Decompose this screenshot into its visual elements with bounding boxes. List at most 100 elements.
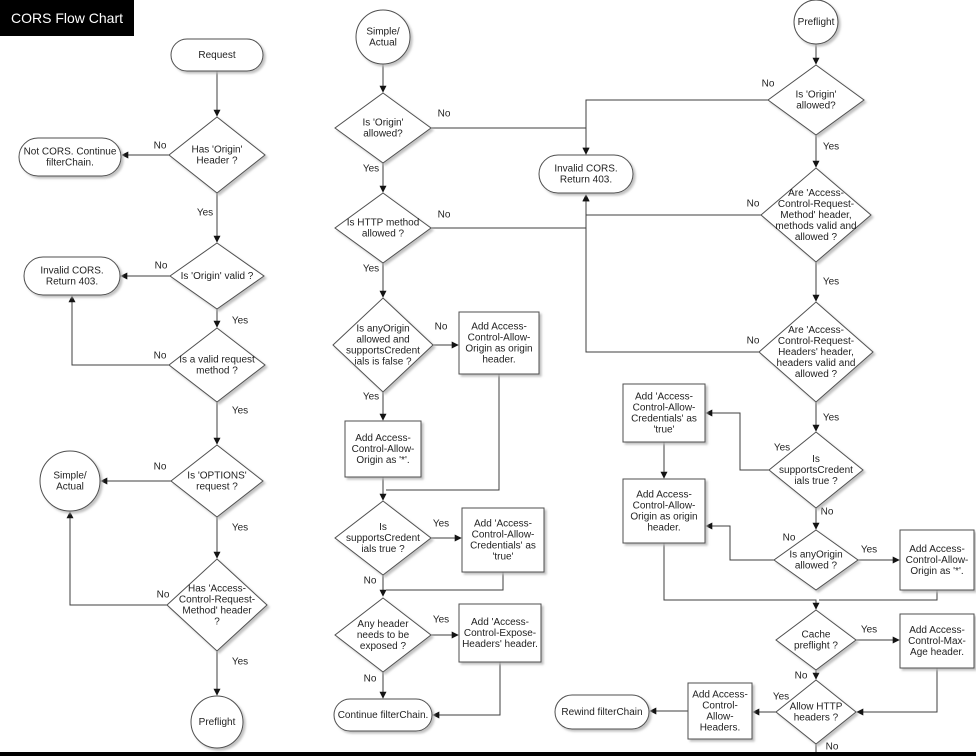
node-add-origin-header-box-mid-label: Add Access-Control-Allow-Origin as origi…	[465, 321, 532, 365]
edge-anyorigin-cred-yes: Yes	[361, 390, 387, 421]
edge-acrm-header-no: No	[66, 511, 171, 606]
node-is-options-request-decision-label: Is 'OPTIONS'request ?	[187, 470, 246, 492]
edge-supports-cred-right-yes: Yes	[705, 409, 792, 471]
node-continue-filterchain-terminator: Continue filterChain.	[333, 698, 433, 732]
node-acrh-valid-decision: Are 'Access-Control-Request-Headers' hea…	[758, 301, 874, 403]
node-invalid-cors-terminator-left-label: Invalid CORS.Return 403.	[40, 265, 103, 287]
node-invalid-cors-terminator-mid-label: Invalid CORS.Return 403.	[554, 163, 617, 185]
edge-acrm-valid-no: No	[582, 194, 761, 216]
edge-cache-preflight-no: No	[793, 669, 820, 683]
edge-has-origin-yes: Yes	[195, 193, 221, 243]
edge-cache-preflight-no-label: No	[795, 671, 808, 682]
edge-valid-method-no-label: No	[154, 351, 167, 362]
node-add-allow-headers-box: Add Access-Control-Allow-Headers.	[687, 682, 753, 740]
node-acrm-valid-decision-label: Are 'Access-Control-Request-Method' head…	[775, 188, 856, 243]
edge-acrh-valid-no-label: No	[747, 336, 760, 347]
edge-origin-allowed-right-yes-label: Yes	[823, 142, 839, 153]
edge-acrm-valid-yes: Yes	[812, 262, 841, 302]
edge-acrm-valid-no-label: No	[747, 199, 760, 210]
node-is-options-request-decision: Is 'OPTIONS'request ?	[170, 444, 264, 518]
edge-http-method-yes-label: Yes	[363, 264, 379, 275]
edge-origin-allowed-mid-yes-label: Yes	[363, 164, 379, 175]
edge-acrh-valid-yes: Yes	[812, 402, 841, 432]
node-simple-actual-connector-mid: Simple/Actual	[355, 9, 411, 65]
edge-origin-allowed-mid-no: No	[431, 107, 590, 155]
node-add-allow-credentials-box-right-label: Add 'Access-Control-Allow-Credentials' a…	[631, 391, 697, 435]
edge-origin-allowed-right-yes: Yes	[812, 135, 841, 168]
edge-acrh-valid-yes-label: Yes	[823, 413, 839, 424]
edge-acrm-valid-yes-label: Yes	[823, 277, 839, 288]
node-add-origin-header-box-mid: Add Access-Control-Allow-Origin as origi…	[458, 311, 540, 375]
edge-valid-method-yes: Yes	[213, 402, 250, 445]
edge-has-origin-no: No	[121, 139, 169, 159]
node-origin-allowed-decision-right-label: Is 'Origin'allowed?	[795, 89, 836, 111]
edge-allow-http-no-label: No	[826, 742, 839, 753]
edge-anyorigin-cred-yes-label: Yes	[363, 392, 379, 403]
edge-supports-cred-mid-no-label: No	[364, 576, 377, 587]
node-invalid-cors-terminator-left: Invalid CORS.Return 403.	[23, 256, 121, 296]
edge-options-yes-label: Yes	[232, 523, 248, 534]
edge-origin-valid-no: No	[120, 259, 170, 280]
node-request-start: Request	[170, 38, 264, 72]
edge-valid-method-no: No	[68, 295, 169, 366]
edge-header-exposed-no: No	[362, 672, 387, 699]
edge-anyorigin-no: No	[705, 522, 797, 561]
edge-anyorigin-cred-no-label: No	[435, 322, 448, 333]
node-add-allow-credentials-box-mid: Add 'Access-Control-Allow-Credentials' a…	[461, 507, 545, 573]
edge-anyorigin-yes-label: Yes	[861, 545, 877, 556]
edge-options-no: No	[100, 460, 171, 485]
node-request-start-label: Request	[198, 50, 235, 61]
edge-origin-allowed-right-no: No	[582, 77, 776, 155]
edge-allow-credentials-mid-join	[386, 572, 504, 591]
node-origin-allowed-decision-right: Is 'Origin'allowed?	[767, 64, 865, 136]
edge-origin-allowed-right-no-label: No	[762, 79, 775, 90]
node-is-origin-valid-decision: Is 'Origin' valid ?	[169, 242, 265, 310]
edge-origin-allowed-mid-yes: Yes	[361, 162, 387, 193]
node-add-allow-credentials-box-right: Add 'Access-Control-Allow-Credentials' a…	[622, 383, 706, 443]
edge-options-yes: Yes	[213, 517, 250, 559]
edge-supports-cred-mid-yes: Yes	[431, 517, 462, 542]
edge-allow-http-yes: Yes	[752, 690, 791, 716]
edge-acrm-header-yes-label: Yes	[232, 657, 248, 668]
node-add-origin-header-box-right-label: Add Access-Control-Allow-Origin as origi…	[630, 489, 697, 533]
edge-http-method-no-label: No	[438, 210, 451, 221]
node-invalid-cors-terminator-mid: Invalid CORS.Return 403.	[538, 154, 634, 194]
page-title: CORS Flow Chart	[11, 10, 124, 26]
edge-origin-valid-no-label: No	[155, 261, 168, 272]
node-acrh-valid-decision-label: Are 'Access-Control-Request-Headers' hea…	[777, 325, 856, 380]
edge-anyorigin-cred-no: No	[433, 320, 459, 349]
edge-cache-preflight-yes-label: Yes	[861, 625, 877, 636]
node-rewind-filterchain-terminator-label: Rewind filterChain	[561, 707, 642, 718]
node-add-origin-header-box-right: Add Access-Control-Allow-Origin as origi…	[622, 478, 706, 544]
node-origin-allowed-decision-mid-label: Is 'Origin'allowed?	[362, 117, 403, 139]
node-has-acrm-header-decision-label: Has 'Access-Control-Request-Method' head…	[179, 583, 255, 627]
node-acrm-valid-decision: Are 'Access-Control-Request-Method' head…	[760, 167, 872, 263]
edge-acrm-header-no-label: No	[157, 590, 170, 601]
node-preflight-connector-left-label: Preflight	[199, 717, 236, 728]
node-add-allow-headers-box-label: Add Access-Control-Allow-Headers.	[692, 689, 748, 733]
node-simple-actual-connector-left: Simple/Actual	[39, 450, 101, 512]
edge-origin-valid-yes: Yes	[213, 309, 250, 328]
edge-acrh-valid-no: No	[582, 194, 761, 353]
bottom-border	[0, 752, 976, 756]
edge-has-origin-yes-label: Yes	[197, 208, 213, 219]
node-add-origin-star-box-mid: Add Access-Control-Allow-Origin as '*'.	[344, 420, 422, 478]
node-rewind-filterchain-terminator: Rewind filterChain	[554, 694, 650, 730]
edge-anyorigin-yes: Yes	[858, 543, 900, 564]
node-origin-allowed-decision-mid: Is 'Origin'allowed?	[334, 92, 432, 164]
